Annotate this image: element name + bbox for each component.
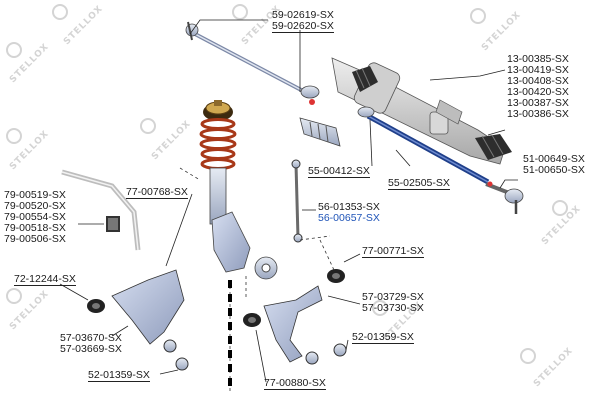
part-number: 57-03729-SX bbox=[362, 291, 424, 303]
part-number: 51-00649-SX bbox=[523, 153, 585, 165]
callout-stabilizer-bushings: 79-00519-SX 79-00520-SX 79-00554-SX 79-0… bbox=[4, 190, 66, 245]
watermark-logo bbox=[232, 4, 248, 20]
callout-front-arm: 77-00768-SX bbox=[126, 187, 188, 199]
watermark-logo bbox=[6, 42, 22, 58]
watermark-logo bbox=[552, 200, 568, 216]
callout-steering-rack: 13-00385-SX 13-00419-SX 13-00408-SX 13-0… bbox=[507, 54, 569, 120]
part-number: 13-00419-SX bbox=[507, 64, 569, 76]
callout-rear-bushing-bottom: 77-00880-SX bbox=[264, 378, 326, 390]
watermark-logo bbox=[520, 348, 536, 364]
steering-rack bbox=[331, 57, 506, 165]
coil-spring bbox=[199, 118, 237, 170]
rack-boot bbox=[352, 66, 512, 160]
callout-front-arm-bushing: 72-12244-SX bbox=[14, 274, 76, 286]
part-number: 13-00408-SX bbox=[507, 75, 569, 87]
watermark-logo bbox=[52, 4, 68, 20]
boot-part bbox=[299, 117, 341, 147]
callout-rear-bushing-top: 77-00771-SX bbox=[362, 246, 424, 258]
part-number: 79-00554-SX bbox=[4, 211, 66, 223]
watermark-logo bbox=[470, 8, 486, 24]
tie-rod-end bbox=[485, 181, 524, 214]
part-number: 55-02505-SX bbox=[388, 177, 450, 190]
rear-lower-arm bbox=[243, 269, 347, 365]
part-number: 55-00412-SX bbox=[308, 165, 370, 178]
callout-stabilizer-links: 56-01353-SX 56-00657-SX bbox=[318, 202, 380, 224]
part-number: 13-00387-SX bbox=[507, 97, 569, 109]
part-number: 77-00768-SX bbox=[126, 186, 188, 199]
front-lower-arm bbox=[87, 269, 189, 371]
stabilizer-bar bbox=[61, 169, 141, 251]
part-number: 56-01353-SX bbox=[318, 201, 380, 213]
part-number: 79-00518-SX bbox=[4, 222, 66, 234]
strut-mount bbox=[203, 100, 233, 121]
part-number: 59-02619-SX bbox=[272, 9, 334, 21]
watermark-logo bbox=[6, 128, 22, 144]
part-number: 77-00771-SX bbox=[362, 245, 424, 258]
leader-lines bbox=[59, 19, 518, 383]
callout-front-arm-assembly: 57-03670-SX 57-03669-SX bbox=[60, 333, 122, 355]
stabilizer-link bbox=[291, 159, 303, 243]
tie-rod-top bbox=[185, 21, 320, 105]
part-number: 52-01359-SX bbox=[352, 331, 414, 344]
part-number: 79-00519-SX bbox=[4, 189, 66, 201]
part-number: 13-00385-SX bbox=[507, 53, 569, 65]
part-number: 52-01359-SX bbox=[88, 369, 150, 382]
part-number: 79-00520-SX bbox=[4, 200, 66, 212]
callout-ball-joint-front: 52-01359-SX bbox=[88, 370, 150, 382]
callout-rack-boot: 55-00412-SX bbox=[308, 166, 370, 178]
callout-rear-arm-assembly: 57-03729-SX 57-03730-SX bbox=[362, 292, 424, 314]
callout-tie-rod-end: 51-00649-SX 51-00650-SX bbox=[523, 154, 585, 176]
part-number-highlighted: 56-00657-SX bbox=[318, 212, 380, 224]
part-number: 57-03670-SX bbox=[60, 332, 122, 344]
watermark-logo bbox=[372, 300, 388, 316]
part-number: 13-00420-SX bbox=[507, 86, 569, 98]
callout-ball-joint-rear: 52-01359-SX bbox=[352, 332, 414, 344]
strut-body bbox=[209, 167, 278, 280]
part-number: 51-00650-SX bbox=[523, 164, 585, 176]
part-number: 72-12244-SX bbox=[14, 273, 76, 286]
part-number: 77-00880-SX bbox=[264, 377, 326, 390]
inner-tie-rod bbox=[357, 106, 490, 185]
watermark-logo bbox=[6, 288, 22, 304]
part-number: 57-03669-SX bbox=[60, 343, 122, 355]
callout-inner-tie-rod: 55-02505-SX bbox=[388, 178, 450, 190]
part-number: 79-00506-SX bbox=[4, 233, 66, 245]
callout-tie-rod-top: 59-02619-SX 59-02620-SX bbox=[272, 10, 334, 33]
watermark-logo bbox=[140, 118, 156, 134]
part-number: 59-02620-SX bbox=[272, 20, 334, 33]
part-number: 57-03730-SX bbox=[362, 302, 424, 314]
part-number: 13-00386-SX bbox=[507, 108, 569, 120]
